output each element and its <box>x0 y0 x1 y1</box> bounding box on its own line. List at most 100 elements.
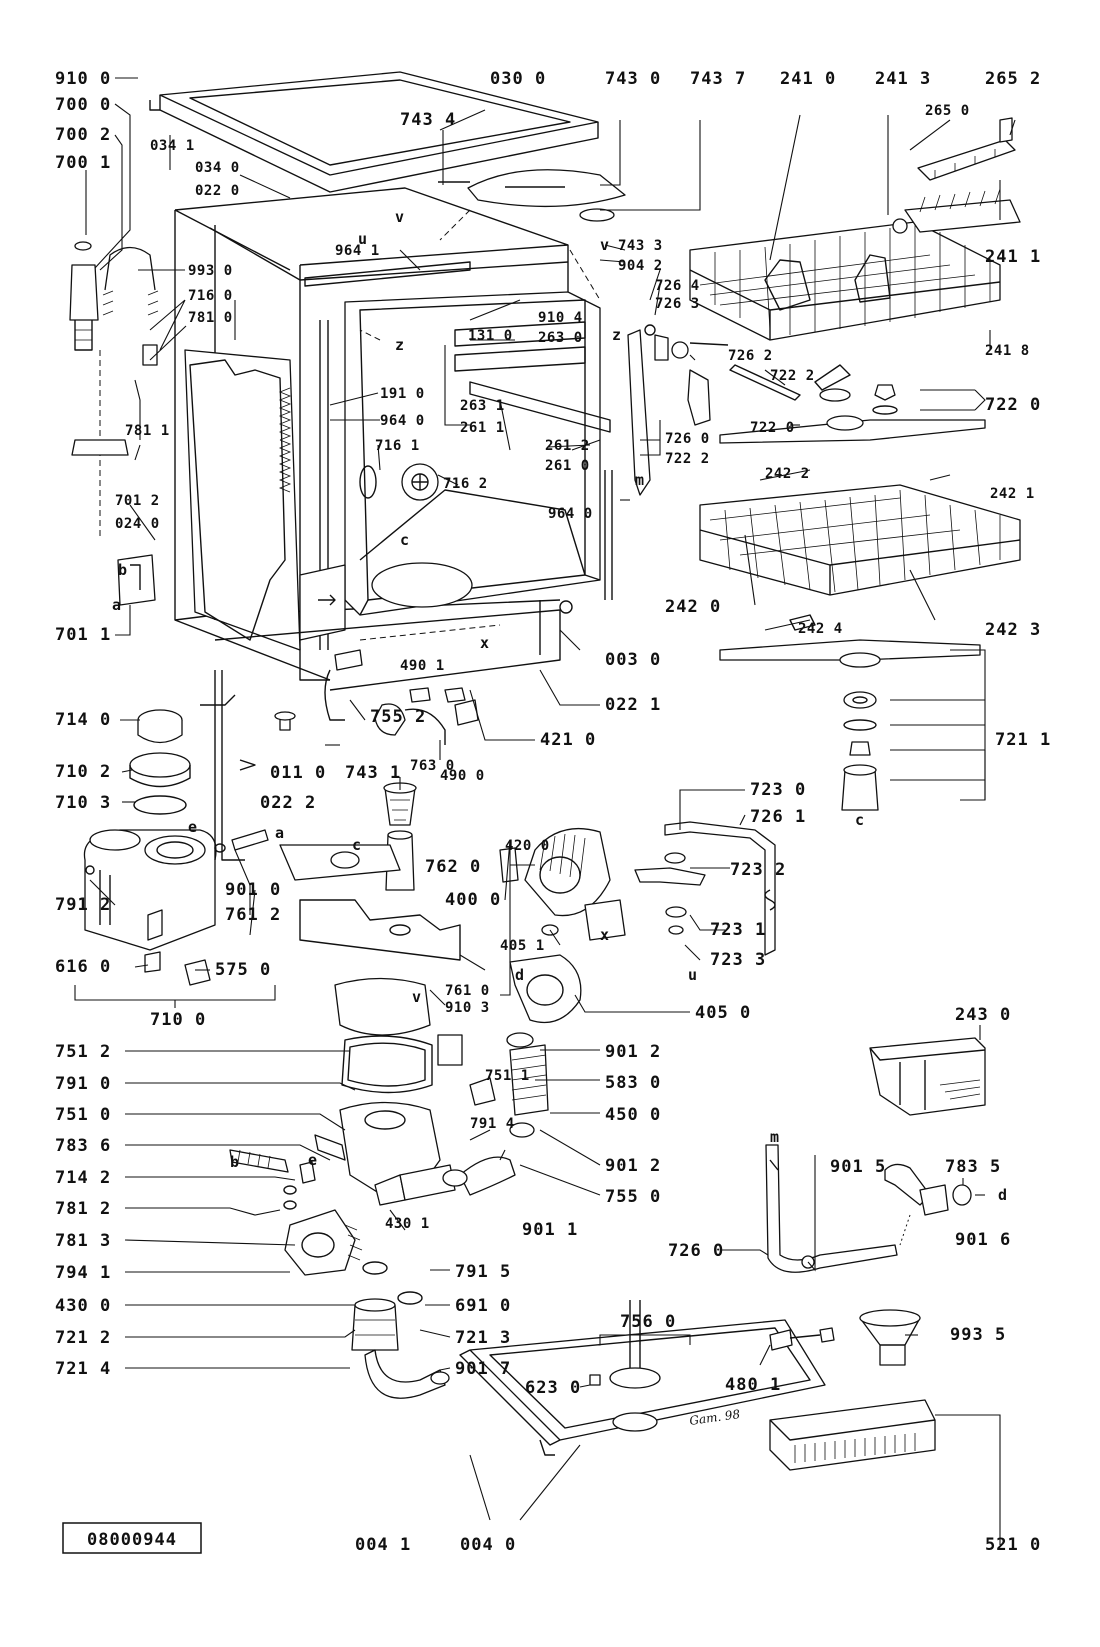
label-722-2-top: 722 2 <box>665 451 710 467</box>
label-756-0: 756 0 <box>620 1312 676 1332</box>
spray-holder-743-0 <box>438 169 626 222</box>
label-722-0-mid: 722 0 <box>750 420 795 436</box>
marker-u2: u <box>688 966 697 984</box>
label-710-3: 710 3 <box>55 793 111 813</box>
label-710-2: 710 2 <box>55 762 111 782</box>
label-700-1: 700 1 <box>55 153 111 173</box>
marker-b2: b <box>230 1153 239 1171</box>
marker-z2: z <box>612 326 621 344</box>
label-726-1: 726 1 <box>750 807 806 827</box>
bottom-fittings-721 <box>351 1261 450 1399</box>
circulation-pump-400-0 <box>499 828 626 1024</box>
lower-basket-242-0 <box>699 484 1021 596</box>
label-783-5: 783 5 <box>945 1157 1001 1177</box>
drain-pump-430-0 <box>229 1044 549 1276</box>
control-panel-521-0 <box>769 1399 936 1471</box>
label-762-0: 762 0 <box>425 857 481 877</box>
marker-a2: a <box>275 824 284 842</box>
label-743-4: 743 4 <box>400 110 456 130</box>
detergent-dispenser-243-0 <box>869 1037 986 1116</box>
water-softener-710-0 <box>83 709 217 986</box>
top-lid-030-0 <box>149 71 599 193</box>
label-450-0: 450 0 <box>605 1105 661 1125</box>
label-004-1: 004 1 <box>355 1535 411 1555</box>
label-910-3: 910 3 <box>445 1000 490 1016</box>
label-024-0: 024 0 <box>115 516 160 532</box>
label-721-1: 721 1 <box>995 730 1051 750</box>
label-191-0: 191 0 <box>380 386 425 402</box>
label-575-0: 575 0 <box>215 960 271 980</box>
label-726-3: 726 3 <box>655 296 700 312</box>
label-781-0: 781 0 <box>188 310 233 326</box>
label-480-1: 480 1 <box>725 1375 781 1395</box>
label-421-0: 421 0 <box>540 730 596 750</box>
marker-c3: c <box>855 811 864 829</box>
misc-small-parts <box>200 649 479 861</box>
label-910-0: 910 0 <box>55 69 111 89</box>
marker-v2: v <box>600 236 609 254</box>
marker-d: d <box>515 966 524 984</box>
marker-m2: m <box>770 1128 779 1146</box>
label-901-0: 901 0 <box>225 880 281 900</box>
marker-v3: v <box>412 988 421 1006</box>
label-781-2: 781 2 <box>55 1199 111 1219</box>
label-791-2: 791 2 <box>55 895 111 915</box>
label-781-3: 781 3 <box>55 1231 111 1251</box>
label-241-1: 241 1 <box>985 247 1041 267</box>
label-263-0: 263 0 <box>538 330 583 346</box>
label-405-0: 405 0 <box>695 1003 751 1023</box>
label-761-0: 761 0 <box>445 983 490 999</box>
label-241-3: 241 3 <box>875 69 931 89</box>
label-721-4: 721 4 <box>55 1359 111 1379</box>
label-490-0: 490 0 <box>440 768 485 784</box>
drain-hose-assembly <box>765 1144 972 1273</box>
label-721-3: 721 3 <box>455 1328 511 1348</box>
label-242-4: 242 4 <box>798 621 843 637</box>
label-781-1: 781 1 <box>125 423 170 439</box>
label-710-0: 710 0 <box>150 1010 206 1030</box>
label-700-2: 700 2 <box>55 125 111 145</box>
marker-u: u <box>358 230 367 248</box>
door-hinge-arms <box>627 324 729 496</box>
label-791-4: 791 4 <box>470 1116 515 1132</box>
marker-a: a <box>112 596 121 614</box>
label-743-1: 743 1 <box>345 763 401 783</box>
label-964-0-right: 964 0 <box>548 506 593 522</box>
marker-b: b <box>118 561 127 579</box>
label-430-1: 430 1 <box>385 1216 430 1232</box>
label-243-0: 243 0 <box>955 1005 1011 1025</box>
label-723-2: 723 2 <box>730 860 786 880</box>
marker-e2: e <box>308 1151 317 1169</box>
label-964-1: 964 1 <box>335 243 380 259</box>
label-761-2: 761 2 <box>225 905 281 925</box>
label-964-0: 964 0 <box>380 413 425 429</box>
label-716-1: 716 1 <box>375 438 420 454</box>
label-751-0: 751 0 <box>55 1105 111 1125</box>
label-714-0: 714 0 <box>55 710 111 730</box>
label-910-4: 910 4 <box>538 310 583 326</box>
marker-z: z <box>395 336 404 354</box>
label-583-0: 583 0 <box>605 1073 661 1093</box>
marker-d2: d <box>998 1186 1007 1204</box>
label-022-1: 022 1 <box>605 695 661 715</box>
label-004-0: 004 0 <box>460 1535 516 1555</box>
label-723-3: 723 3 <box>710 950 766 970</box>
label-420-0: 420 0 <box>505 838 550 854</box>
label-701-1: 701 1 <box>55 625 111 645</box>
label-901-6: 901 6 <box>955 1230 1011 1250</box>
funnel-993-5 <box>859 1309 921 1366</box>
label-521-0: 521 0 <box>985 1535 1041 1555</box>
label-003-0: 003 0 <box>605 650 661 670</box>
label-993-5: 993 5 <box>950 1325 1006 1345</box>
upper-basket-241-0 <box>689 221 1001 341</box>
inlet-valve-hoses <box>69 241 159 606</box>
label-691-0: 691 0 <box>455 1296 511 1316</box>
label-261-0: 261 0 <box>545 458 590 474</box>
label-726-4: 726 4 <box>655 278 700 294</box>
label-901-2-a: 901 2 <box>605 1042 661 1062</box>
label-726-2: 726 2 <box>728 348 773 364</box>
label-722-0: 722 0 <box>985 395 1041 415</box>
label-751-1: 751 1 <box>485 1068 530 1084</box>
document-code-box: 08000944 <box>62 1522 202 1554</box>
